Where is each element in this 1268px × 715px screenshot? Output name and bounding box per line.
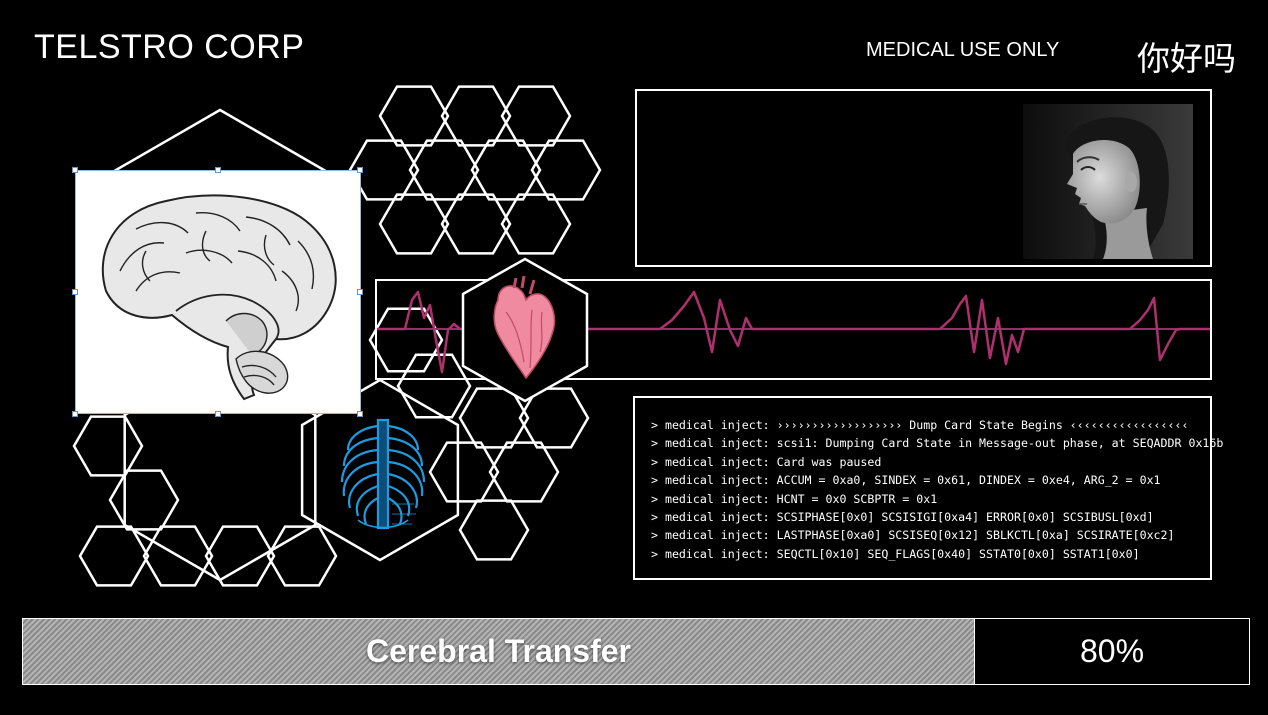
log-line: > medical inject: ACCUM = 0xa0, SINDEX =…: [651, 473, 1161, 488]
log-line: > medical inject: scsi1: Dumping Card St…: [651, 436, 1224, 451]
hexagon-shape: [78, 525, 150, 587]
patient-portrait-icon: [1023, 104, 1193, 260]
brain-illustration-icon: [101, 194, 337, 401]
hexagon-shape: [396, 353, 472, 419]
hexagon-shape: [488, 441, 560, 503]
log-line: > medical inject: LASTPHASE[0xa0] SCSISE…: [651, 528, 1175, 543]
log-line: > medical inject: Card was paused: [651, 454, 882, 469]
resize-handle-br[interactable]: [357, 411, 363, 417]
hexagon-shape: [300, 378, 460, 562]
medical-notice: MEDICAL USE ONLY: [866, 39, 1060, 61]
resize-handle-tc[interactable]: [215, 167, 221, 173]
injection-log-panel: > medical inject: ›››››››››››››››››› Dum…: [633, 396, 1224, 580]
hexagon-shape: [266, 525, 338, 587]
brand-title: TELSTRO CORP: [34, 28, 305, 66]
hexagon-shape: [530, 139, 602, 201]
hexagon-shape: [518, 387, 590, 449]
greeting-text: 你好吗: [1137, 39, 1236, 78]
cerebral-transfer-progress-bar: Cerebral Transfer 80%: [22, 618, 1250, 685]
hexagon-shape: [378, 193, 450, 255]
resize-handle-bc[interactable]: [215, 411, 221, 417]
log-line: > medical inject: SEQCTL[0x10] SEQ_FLAGS…: [651, 546, 1140, 561]
progress-percent: 80%: [1079, 633, 1145, 669]
resize-handle-bl[interactable]: [72, 411, 78, 417]
ecg-monitor-panel: [375, 279, 1212, 380]
resize-handle-ml[interactable]: [72, 289, 78, 295]
log-line: > medical inject: HCNT = 0x0 SCBPTR = 0x…: [651, 491, 938, 506]
hexagon-shape: [500, 193, 572, 255]
log-line: > medical inject: ›››››››››››››››››› Dum…: [651, 418, 1189, 432]
brain-image-frame[interactable]: [75, 170, 361, 414]
hexagon-shape: [500, 85, 572, 147]
hexagon-shape: [458, 499, 530, 561]
heart-illustration-icon: [493, 275, 556, 380]
log-line: > medical inject: SCSIPHASE[0x0] SCSISIG…: [651, 510, 1154, 525]
resize-handle-mr[interactable]: [357, 289, 363, 295]
hexagon-shape: [368, 307, 444, 373]
hexagon-shape: [440, 85, 512, 147]
hexagon-shape: [470, 139, 542, 201]
resize-handle-tl[interactable]: [72, 167, 78, 173]
hexagon-shape: [440, 193, 512, 255]
hexagon-shape: [408, 139, 480, 201]
resize-handle-tr[interactable]: [357, 167, 363, 173]
hexagon-shape: [142, 525, 214, 587]
patient-photo-panel: [635, 89, 1212, 267]
hexagon-shape: [378, 85, 450, 147]
progress-label: Cerebral Transfer: [365, 633, 631, 669]
hexagon-shape: [108, 469, 180, 531]
progress-fill: [23, 619, 975, 684]
hexagon-shape: [204, 525, 276, 587]
